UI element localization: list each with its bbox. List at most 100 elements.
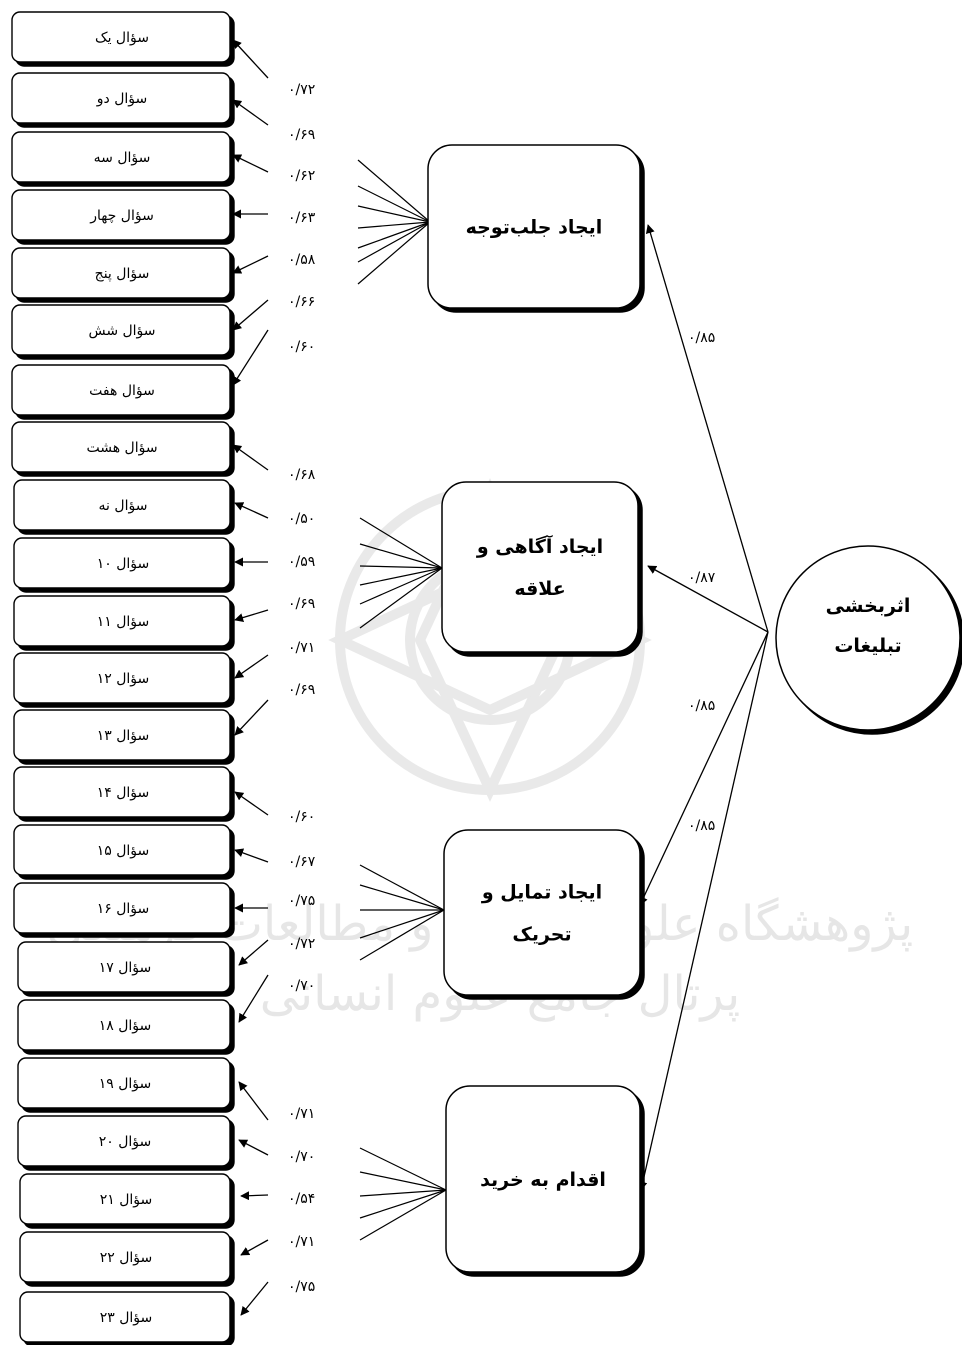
factor-box xyxy=(443,829,641,996)
loading-value: ۰/۵۸ xyxy=(288,252,316,268)
question-box xyxy=(17,1115,231,1167)
question-loadings: ۰/۷۲۰/۶۹۰/۶۲۰/۶۳۰/۵۸۰/۶۶۰/۶۰۰/۶۸۰/۵۰۰/۵۹… xyxy=(288,82,316,1295)
question-box xyxy=(13,824,231,876)
question-label: سؤال چهار xyxy=(89,208,154,224)
question-label: سؤال ۲۳ xyxy=(100,1310,153,1326)
loading-value: ۰/۵۴ xyxy=(288,1191,315,1207)
question-box xyxy=(13,882,231,934)
question-box xyxy=(11,304,231,356)
loading-arrow xyxy=(232,99,269,126)
central-construct: اثربخشی تبلیغات xyxy=(775,545,961,731)
loading-arrow xyxy=(234,791,269,816)
fan-line xyxy=(359,517,443,569)
loading-value: ۰/۶۹ xyxy=(288,596,315,612)
central-label-line-1: اثربخشی xyxy=(826,595,911,617)
question-box xyxy=(11,364,231,416)
question-label: سؤال ۱۰ xyxy=(97,556,150,572)
loading-arrow xyxy=(234,609,269,622)
question-box xyxy=(19,1231,231,1283)
loading-value: ۰/۷۰ xyxy=(288,978,315,994)
question-box xyxy=(13,595,231,647)
question-box xyxy=(11,11,231,63)
loading-value: ۰/۷۱ xyxy=(288,640,315,656)
factor-weight: ۰/۸۵ xyxy=(688,698,715,714)
question-label: سؤال ۱۶ xyxy=(97,901,150,917)
question-box xyxy=(17,1057,231,1109)
factor-weights: ۰/۸۵۰/۸۷۰/۸۵۰/۸۵ xyxy=(688,330,716,834)
fan-line xyxy=(359,909,445,939)
loading-arrow xyxy=(232,154,269,173)
fan-line xyxy=(357,185,431,223)
loading-value: ۰/۵۹ xyxy=(288,554,315,570)
fan-line xyxy=(357,221,431,285)
loading-value: ۰/۷۵ xyxy=(288,1279,315,1295)
factor-label: ایجاد تمایل و xyxy=(481,882,602,904)
question-box xyxy=(11,247,231,299)
loading-value: ۰/۶۷ xyxy=(288,854,316,870)
fan-line xyxy=(359,1189,447,1219)
question-label: سؤال دو xyxy=(96,91,147,107)
question-label: سؤال ۱۱ xyxy=(97,614,150,630)
loading-value: ۰/۷۰ xyxy=(288,1149,315,1165)
loading-value: ۰/۶۰ xyxy=(288,809,315,825)
loading-arrow xyxy=(232,444,269,471)
loading-arrow xyxy=(238,1139,269,1156)
loading-value: ۰/۷۲ xyxy=(288,936,315,952)
question-label: سؤال ۲۱ xyxy=(100,1192,153,1208)
question-label: سؤال یک xyxy=(95,30,149,46)
question-box xyxy=(11,131,231,183)
loading-value: ۰/۶۲ xyxy=(288,168,315,184)
loading-value: ۰/۶۸ xyxy=(288,467,316,483)
fan-line xyxy=(359,884,445,911)
question-box xyxy=(13,479,231,531)
loading-value: ۰/۵۰ xyxy=(288,511,315,527)
question-box xyxy=(17,941,231,993)
loading-arrow xyxy=(238,1081,269,1121)
question-label: سؤال ۲۲ xyxy=(100,1250,153,1266)
loading-value: ۰/۷۲ xyxy=(288,82,315,98)
loading-value: ۰/۶۰ xyxy=(288,339,315,355)
question-label: سؤال ۱۴ xyxy=(97,785,150,801)
fan-line xyxy=(357,205,431,223)
factor-label: ایجاد جلب‌توجه xyxy=(466,217,603,239)
fan-line xyxy=(359,909,445,961)
factor-label: علاقه xyxy=(514,578,565,600)
question-label: سؤال ۲۰ xyxy=(99,1134,152,1150)
central-arrows xyxy=(638,224,769,1191)
question-box xyxy=(19,1173,231,1225)
question-label: سؤال ۱۹ xyxy=(99,1076,152,1092)
fan-line xyxy=(359,543,443,569)
central-arrow xyxy=(639,631,769,906)
central-arrow xyxy=(647,565,769,633)
central-circle xyxy=(775,545,961,731)
fan-line xyxy=(359,565,443,569)
loading-arrow xyxy=(238,974,269,1023)
loading-arrow xyxy=(240,1191,269,1201)
fan-line xyxy=(359,1171,447,1191)
central-arrow xyxy=(645,224,769,633)
loading-arrow xyxy=(234,848,269,863)
question-box xyxy=(13,709,231,761)
fan-line xyxy=(359,864,445,911)
loading-value: ۰/۶۹ xyxy=(288,127,315,143)
loading-arrow xyxy=(232,39,269,79)
question-box xyxy=(19,1291,231,1343)
fan-line xyxy=(359,567,443,586)
fan-line xyxy=(359,1147,447,1191)
factor-label: اقدام به خرید xyxy=(480,1169,606,1191)
loading-arrow xyxy=(234,699,269,736)
question-label: سؤال ۱۳ xyxy=(97,728,150,744)
fan-line xyxy=(357,221,431,229)
fan-line xyxy=(357,221,431,249)
question-box xyxy=(13,537,231,589)
question-label: سؤال ۱۲ xyxy=(97,671,150,687)
question-box xyxy=(11,72,231,124)
factor-weight: ۰/۸۵ xyxy=(688,818,715,834)
loading-value: ۰/۶۶ xyxy=(288,294,315,310)
question-box xyxy=(11,189,231,241)
question-label: سؤال ۱۷ xyxy=(99,960,152,976)
question-label: سؤال هشت xyxy=(86,440,157,456)
loading-value: ۰/۷۱ xyxy=(288,1106,315,1122)
question-label: سؤال ۱۵ xyxy=(97,843,150,859)
